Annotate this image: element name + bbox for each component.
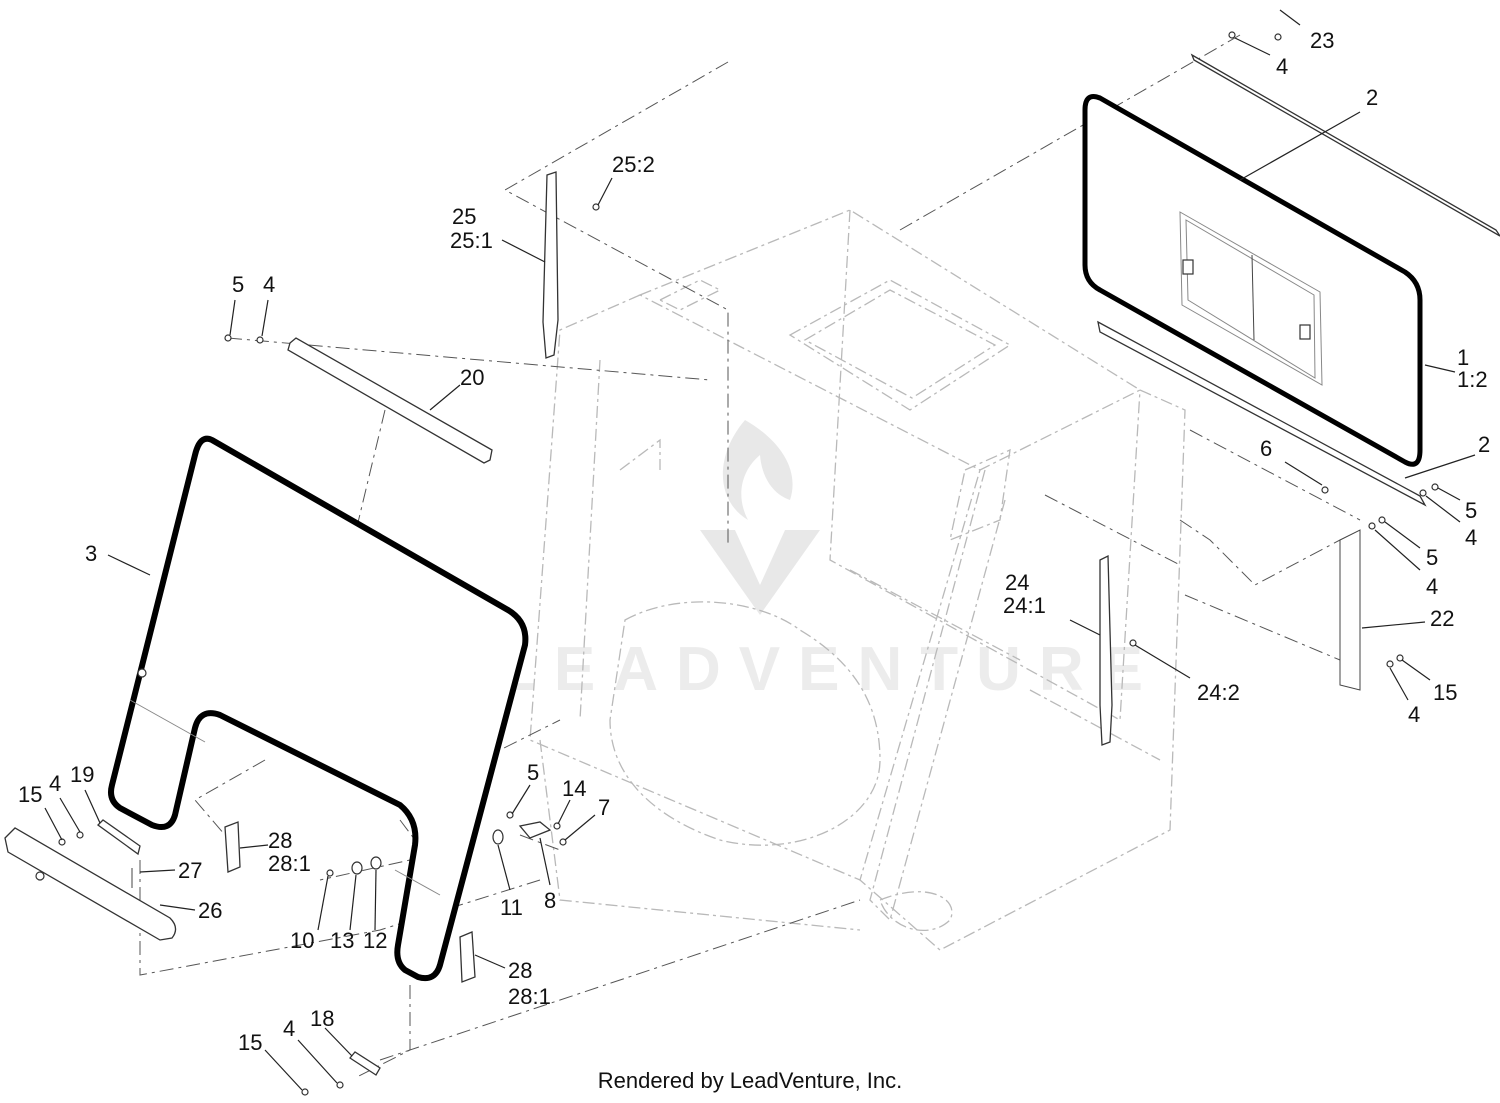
callout-28-1-b: 28:1 (508, 984, 551, 1009)
rear-window-panel (1082, 94, 1423, 467)
callout-11: 11 (500, 895, 523, 920)
callout-5-a: 5 (1465, 498, 1477, 523)
rear-lower-rail (1097, 320, 1427, 507)
callout-12: 12 (363, 928, 387, 953)
watermark-logo (700, 420, 820, 615)
callout-2-top: 2 (1366, 85, 1378, 110)
callout-8: 8 (544, 888, 556, 913)
callout-4-left-low: 4 (49, 771, 61, 796)
callout-4-top: 4 (1276, 54, 1288, 79)
callout-14: 14 (562, 776, 586, 801)
rear-lower-panel (1339, 529, 1361, 691)
callout-10: 10 (290, 928, 314, 953)
cab-frame (529, 209, 1186, 951)
windshield-glass (108, 435, 529, 982)
callout-4-bottom: 4 (283, 1016, 295, 1041)
callout-23: 23 (1310, 28, 1334, 53)
callout-25-2: 25:2 (612, 152, 655, 177)
callout-24: 24 (1005, 570, 1029, 595)
seal-28-b (459, 931, 476, 983)
callout-24-1: 24:1 (1003, 593, 1046, 618)
callout-1-2: 1:2 (1457, 367, 1488, 392)
callout-labels: 23 4 2 1 1:2 2 6 5 4 5 4 22 15 4 24 24:1… (18, 28, 1490, 1055)
callout-7: 7 (598, 795, 610, 820)
callout-1: 1 (1457, 345, 1469, 370)
callout-2-right: 2 (1478, 432, 1490, 457)
callout-20: 20 (460, 365, 484, 390)
callout-18: 18 (310, 1006, 334, 1031)
callout-28-b: 28 (508, 958, 532, 983)
callout-5-b: 5 (1426, 545, 1438, 570)
rear-top-rail (1190, 53, 1500, 237)
callout-22: 22 (1430, 606, 1454, 631)
callout-4-b: 4 (1426, 574, 1438, 599)
callout-15-right: 15 (1433, 680, 1457, 705)
hardware (58, 31, 1439, 1096)
watermark-text: LEADVENTURE (498, 635, 1161, 704)
callout-4-a: 4 (1465, 525, 1477, 550)
callout-5-left: 5 (232, 272, 244, 297)
bracket-18 (349, 1051, 381, 1076)
callout-6: 6 (1260, 436, 1272, 461)
footer-credit: Rendered by LeadVenture, Inc. (597, 1068, 903, 1093)
callout-4-left: 4 (263, 272, 275, 297)
callout-28-a: 28 (268, 828, 292, 853)
callout-26: 26 (198, 898, 222, 923)
leader-lines (44, 9, 1476, 1091)
callout-5-mid: 5 (527, 760, 539, 785)
callout-19: 19 (70, 762, 94, 787)
callout-25-1: 25:1 (450, 228, 493, 253)
callout-15-bottom: 15 (238, 1030, 262, 1055)
callout-4-right: 4 (1408, 702, 1420, 727)
callout-25: 25 (452, 204, 476, 229)
bracket-19 (97, 819, 141, 856)
callout-13: 13 (330, 928, 354, 953)
callout-3: 3 (85, 541, 97, 566)
windshield-top-rail (287, 337, 493, 464)
callout-15-left: 15 (18, 782, 42, 807)
bracket-24 (1099, 554, 1113, 746)
bracket-25 (542, 171, 559, 359)
seal-28-a (224, 821, 241, 873)
callout-24-2: 24:2 (1197, 680, 1240, 705)
callout-27: 27 (178, 858, 202, 883)
windshield-lower-bar (4, 827, 177, 941)
callout-28-1-a: 28:1 (268, 851, 311, 876)
